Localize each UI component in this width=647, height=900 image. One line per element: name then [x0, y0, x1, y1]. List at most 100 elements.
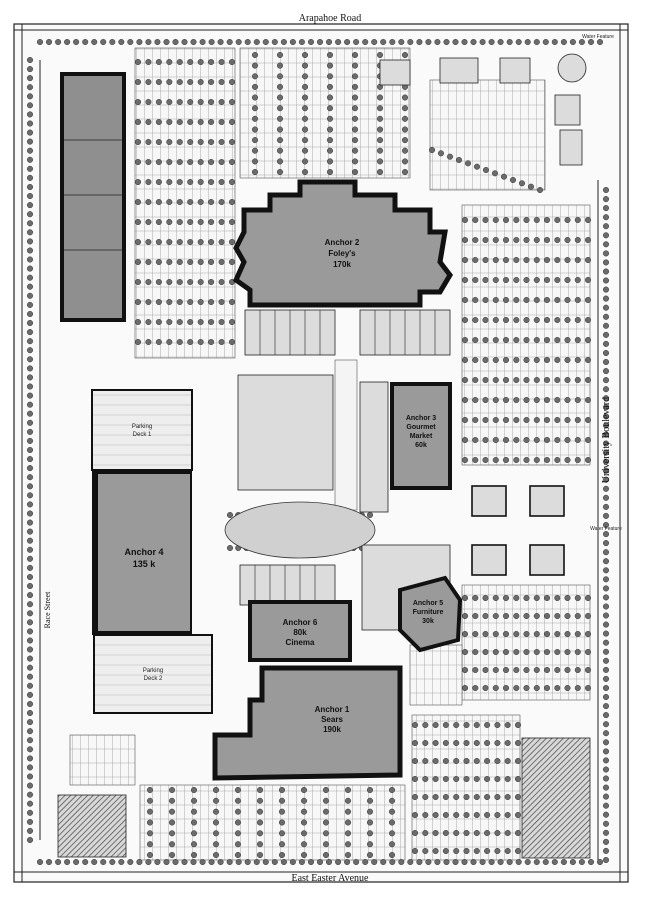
parking-lot-nw [134, 47, 236, 359]
tree-icon [603, 331, 610, 338]
tree-icon [197, 339, 204, 346]
tree-icon [597, 859, 604, 866]
tree-icon [27, 211, 34, 218]
tree-icon [27, 465, 34, 472]
tree-icon [146, 830, 153, 837]
tree-icon [564, 649, 571, 656]
anchor-6-label: Anchor 6 80k Cinema [283, 618, 318, 647]
tree-icon [234, 819, 241, 826]
tree-icon [298, 39, 305, 46]
tree-icon [564, 337, 571, 344]
parking-deck-2-line2: Deck 2 [144, 676, 163, 682]
parking-deck-1-structure [91, 389, 193, 471]
tree-icon [27, 274, 34, 281]
tree-icon [27, 528, 34, 535]
tree-icon [432, 740, 439, 747]
tree-icon [472, 377, 479, 384]
tree-icon [176, 138, 183, 145]
tree-icon [176, 158, 183, 165]
tree-icon [257, 819, 264, 826]
tree-icon [503, 317, 510, 324]
tree-icon [462, 595, 469, 602]
tree-icon [554, 236, 561, 243]
tree-icon [494, 758, 501, 765]
tree-icon [462, 667, 469, 674]
tree-icon [168, 841, 175, 848]
tree-icon [462, 216, 469, 223]
tree-icon [208, 59, 215, 66]
tree-icon [377, 105, 384, 112]
tree-icon [554, 377, 561, 384]
tree-icon [212, 841, 219, 848]
tree-icon [208, 339, 215, 346]
tree-icon [482, 417, 489, 424]
tree-icon [27, 129, 34, 136]
tree-icon [197, 118, 204, 125]
tree-icon [504, 776, 511, 783]
tree-icon [289, 39, 296, 46]
tree-icon [367, 852, 374, 859]
tree-icon [27, 510, 34, 517]
tree-icon [176, 299, 183, 306]
tree-icon [187, 238, 194, 245]
tree-icon [603, 540, 610, 547]
tree-icon [134, 238, 141, 245]
tree-icon [371, 39, 378, 46]
tree-icon [603, 440, 610, 447]
tree-icon [484, 740, 491, 747]
tree-icon [603, 485, 610, 492]
tree-icon [327, 94, 334, 101]
tree-icon [352, 147, 359, 154]
tree-icon [208, 39, 215, 46]
tree-icon [482, 667, 489, 674]
tree-icon [277, 126, 284, 133]
tree-icon [422, 740, 429, 747]
tree-icon [352, 115, 359, 122]
tree-icon [564, 317, 571, 324]
tree-icon [190, 852, 197, 859]
tree-icon [482, 277, 489, 284]
tree-icon [412, 812, 419, 819]
anchor-3-label: Anchor 3 Gourmet Market 60k [406, 415, 436, 449]
tree-icon [603, 186, 610, 193]
shop-dividers [254, 310, 436, 605]
tree-icon [235, 39, 242, 46]
tree-icon [27, 483, 34, 490]
parking-deck-1-line2: Deck 1 [133, 432, 152, 438]
tree-icon [389, 830, 396, 837]
tree-icon [513, 437, 520, 444]
tree-icon [377, 147, 384, 154]
tree-icon [279, 797, 286, 804]
tree-icon [603, 721, 610, 728]
tree-icon [327, 105, 334, 112]
tree-icon [27, 347, 34, 354]
tree-icon [327, 168, 334, 175]
tree-icon [470, 859, 477, 866]
tree-icon [155, 198, 162, 205]
tree-icon [554, 631, 561, 638]
road-label-east: University Boulevard [601, 397, 612, 483]
hatched-zone-se [521, 737, 591, 859]
tree-icon [603, 404, 610, 411]
tree-icon [492, 357, 499, 364]
tree-icon [327, 158, 334, 165]
tree-icon [603, 639, 610, 646]
tree-icon [603, 612, 610, 619]
tree-icon [578, 39, 585, 46]
tree-icon [335, 859, 342, 866]
tree-icon [603, 730, 610, 737]
tree-icon [503, 337, 510, 344]
tree-icon [327, 137, 334, 144]
tree-icon [127, 39, 134, 46]
tree-icon [603, 793, 610, 800]
tree-icon [228, 319, 235, 326]
tree-icon [544, 236, 551, 243]
tree-icon [218, 138, 225, 145]
tree-icon [504, 740, 511, 747]
tree-icon [187, 178, 194, 185]
tree-icon [27, 301, 34, 308]
tree-icon [603, 322, 610, 329]
tree-icon [574, 297, 581, 304]
tree-icon [134, 279, 141, 286]
tree-icon [472, 257, 479, 264]
